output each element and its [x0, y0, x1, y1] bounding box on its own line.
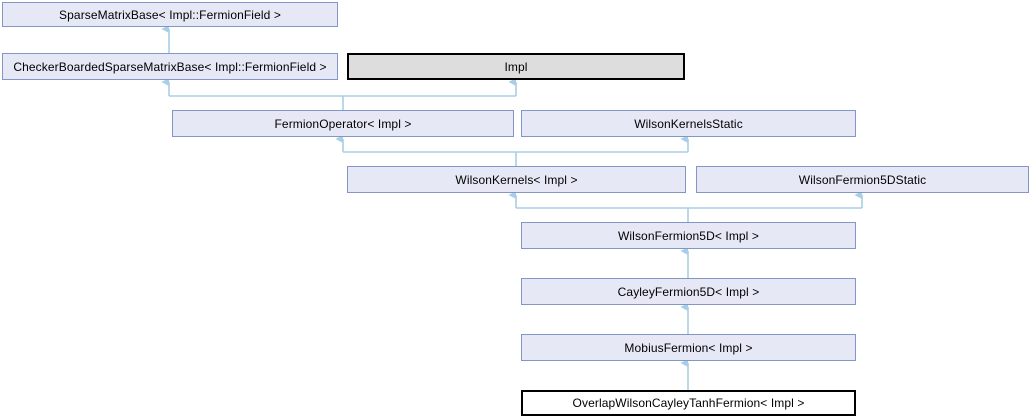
class-node-checkerboardedsparsematrixbase[interactable]: CheckerBoardedSparseMatrixBase< Impl::Fe… [2, 53, 338, 80]
class-node-impl[interactable]: Impl [347, 53, 685, 80]
class-node-label: CheckerBoardedSparseMatrixBase< Impl::Fe… [13, 59, 327, 74]
class-node-label: WilsonKernelsStatic [634, 116, 743, 131]
class-node-label: FermionOperator< Impl > [274, 116, 412, 131]
class-node-label: OverlapWilsonCayleyTanhFermion< Impl > [572, 396, 805, 410]
class-node-label: SparseMatrixBase< Impl::FermionField > [59, 7, 281, 22]
class-node-wilsonfermion5dstatic[interactable]: WilsonFermion5DStatic [696, 166, 1029, 193]
class-node-wilsonkernels[interactable]: WilsonKernels< Impl > [347, 166, 686, 193]
class-node-mobiusfermion[interactable]: MobiusFermion< Impl > [521, 334, 856, 361]
class-node-label: WilsonFermion5D< Impl > [617, 228, 759, 243]
class-node-overlapwilsoncayleytanhfermion[interactable]: OverlapWilsonCayleyTanhFermion< Impl > [521, 390, 856, 416]
class-node-label: WilsonKernels< Impl > [455, 172, 578, 187]
class-node-sparsematrixbase[interactable]: SparseMatrixBase< Impl::FermionField > [2, 2, 338, 27]
class-node-label: Impl [504, 59, 528, 74]
class-node-wilsonfermion5d[interactable]: WilsonFermion5D< Impl > [521, 222, 856, 249]
class-node-label: MobiusFermion< Impl > [624, 340, 753, 355]
class-node-fermionoperator[interactable]: FermionOperator< Impl > [172, 110, 514, 137]
class-node-wilsonkernelsstatic[interactable]: WilsonKernelsStatic [521, 110, 856, 137]
class-node-label: WilsonFermion5DStatic [798, 172, 927, 187]
class-node-label: CayleyFermion5D< Impl > [617, 284, 760, 299]
class-node-cayleyfermion5d[interactable]: CayleyFermion5D< Impl > [521, 278, 856, 305]
